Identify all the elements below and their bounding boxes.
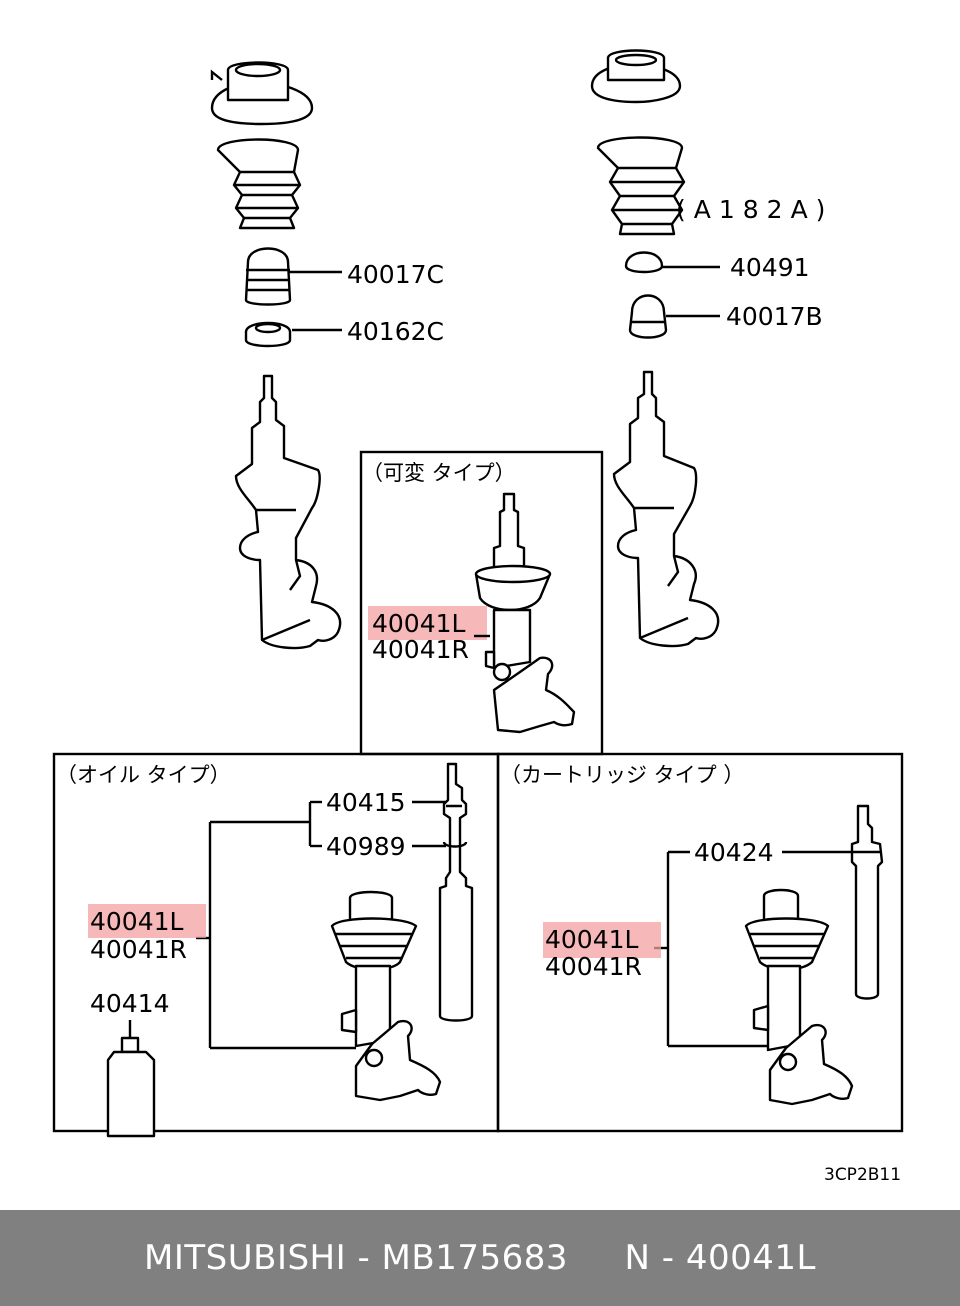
- highlight-cartridge: [543, 922, 661, 958]
- label-variable-right: 40041R: [372, 635, 469, 664]
- reference-number: 40041L: [685, 1238, 816, 1278]
- label-40414: 40414: [90, 989, 170, 1018]
- spring-seat-40162C: [244, 321, 292, 348]
- label-40424: 40424: [694, 838, 774, 867]
- brand-name: MITSUBISHI: [144, 1238, 347, 1278]
- label-40989: 40989: [326, 832, 406, 861]
- reference-prefix: N -: [624, 1238, 686, 1278]
- part-number: MB175683: [381, 1238, 568, 1278]
- variable-type-box: （可変 タイプ） 40041L 40041R: [359, 450, 604, 756]
- footer-spacer: [568, 1238, 625, 1278]
- shock-cartridge-40424: [850, 804, 884, 1000]
- bump-stopper-40017B: [628, 294, 668, 339]
- shock-cartridge-oil: [438, 762, 474, 1022]
- dust-boot-right: [596, 136, 686, 236]
- variable-type-title: （可変 タイプ）: [362, 461, 516, 485]
- label-cartridge-left: 40041L: [545, 925, 639, 954]
- oil-bottle-40414: [106, 1036, 156, 1138]
- label-cartridge-right: 40041R: [545, 952, 642, 981]
- strut-assembly-right: [612, 370, 720, 648]
- label-40491: 40491: [730, 253, 810, 282]
- oil-type-title: （オイル タイプ）: [56, 763, 231, 787]
- oil-type-box: （オイル タイプ） 40415 40989 40041L 40041R: [52, 752, 500, 1138]
- label-variable-left: 40041L: [372, 609, 466, 638]
- cartridge-type-box: （カートリッジ タイプ ） 40424 40041L 40041R: [496, 752, 904, 1133]
- parts-diagram: 40017C 40162C (A182A) 40491 40017B （可変 タ…: [52, 49, 904, 1185]
- label-40162C: 40162C: [347, 317, 444, 346]
- dust-boot-left: [216, 138, 302, 230]
- label-oil-left: 40041L: [90, 907, 184, 936]
- diagram-code: 3CP2B11: [824, 1165, 901, 1185]
- label-40017B: 40017B: [726, 302, 823, 331]
- label-a182a: (A182A): [676, 195, 833, 224]
- strut-cartridge: [744, 888, 854, 1106]
- highlight-variable: [368, 606, 487, 640]
- brand-separator: -: [346, 1238, 382, 1278]
- strut-mount-right: [590, 49, 682, 104]
- part-info-banner: MITSUBISHI - MB175683 N - 40041L: [0, 1210, 960, 1306]
- bump-stopper-40017C: [244, 247, 292, 306]
- strut-variable: [474, 492, 576, 734]
- label-40017C: 40017C: [347, 260, 444, 289]
- highlight-oil: [88, 904, 206, 938]
- strut-assembly-left: [234, 374, 342, 650]
- label-40415: 40415: [326, 788, 406, 817]
- strut-oil: [330, 890, 442, 1102]
- label-oil-right: 40041R: [90, 935, 187, 964]
- bump-stopper-40491: [624, 251, 664, 274]
- cartridge-type-title: （カートリッジ タイプ ）: [500, 763, 744, 787]
- strut-mount-left: [210, 61, 314, 126]
